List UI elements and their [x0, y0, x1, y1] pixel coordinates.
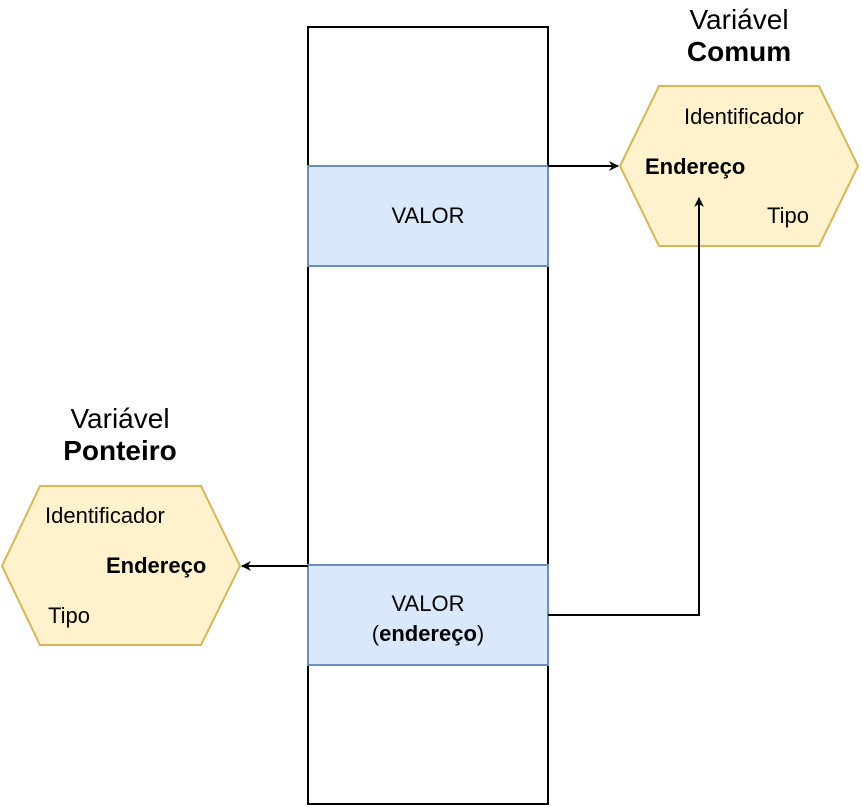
common-field-type: Tipo	[767, 203, 809, 228]
memory-cell-bottom-address: endereço	[379, 621, 477, 646]
memory-cell-bottom-label: VALOR (endereço)	[308, 589, 548, 649]
pointer-field-address: Endereço	[106, 553, 207, 578]
memory-cell-bottom-address-line: (endereço)	[308, 619, 548, 649]
common-variable-hexagon	[618, 85, 860, 247]
common-variable-title: Variável Comum	[679, 4, 799, 68]
memory-column	[307, 26, 549, 805]
pointer-field-type: Tipo	[48, 603, 90, 628]
memory-cell-bottom	[307, 564, 549, 666]
memory-cell-top-label: VALOR	[391, 203, 465, 228]
pointer-field-identifier: Identificador	[45, 503, 165, 528]
pointer-title-line2: Ponteiro	[63, 435, 177, 466]
common-title-line1: Variável	[689, 4, 789, 35]
memory-cell-bottom-value: VALOR	[391, 591, 465, 616]
memory-cell-top	[307, 165, 549, 267]
arrow-pointer-value-to-common-address	[548, 197, 704, 616]
common-title-line2: Comum	[686, 36, 792, 67]
pointer-title-line1: Variável	[70, 403, 170, 434]
common-field-address: Endereço	[645, 154, 746, 179]
pointer-variable-title: Variável Ponteiro	[55, 403, 185, 467]
common-field-identifier: Identificador	[684, 104, 804, 129]
memory-cell-bottom-close-paren: )	[476, 621, 485, 646]
memory-cell-bottom-open-paren: (	[371, 621, 380, 646]
pointer-variable-hexagon	[0, 485, 242, 646]
